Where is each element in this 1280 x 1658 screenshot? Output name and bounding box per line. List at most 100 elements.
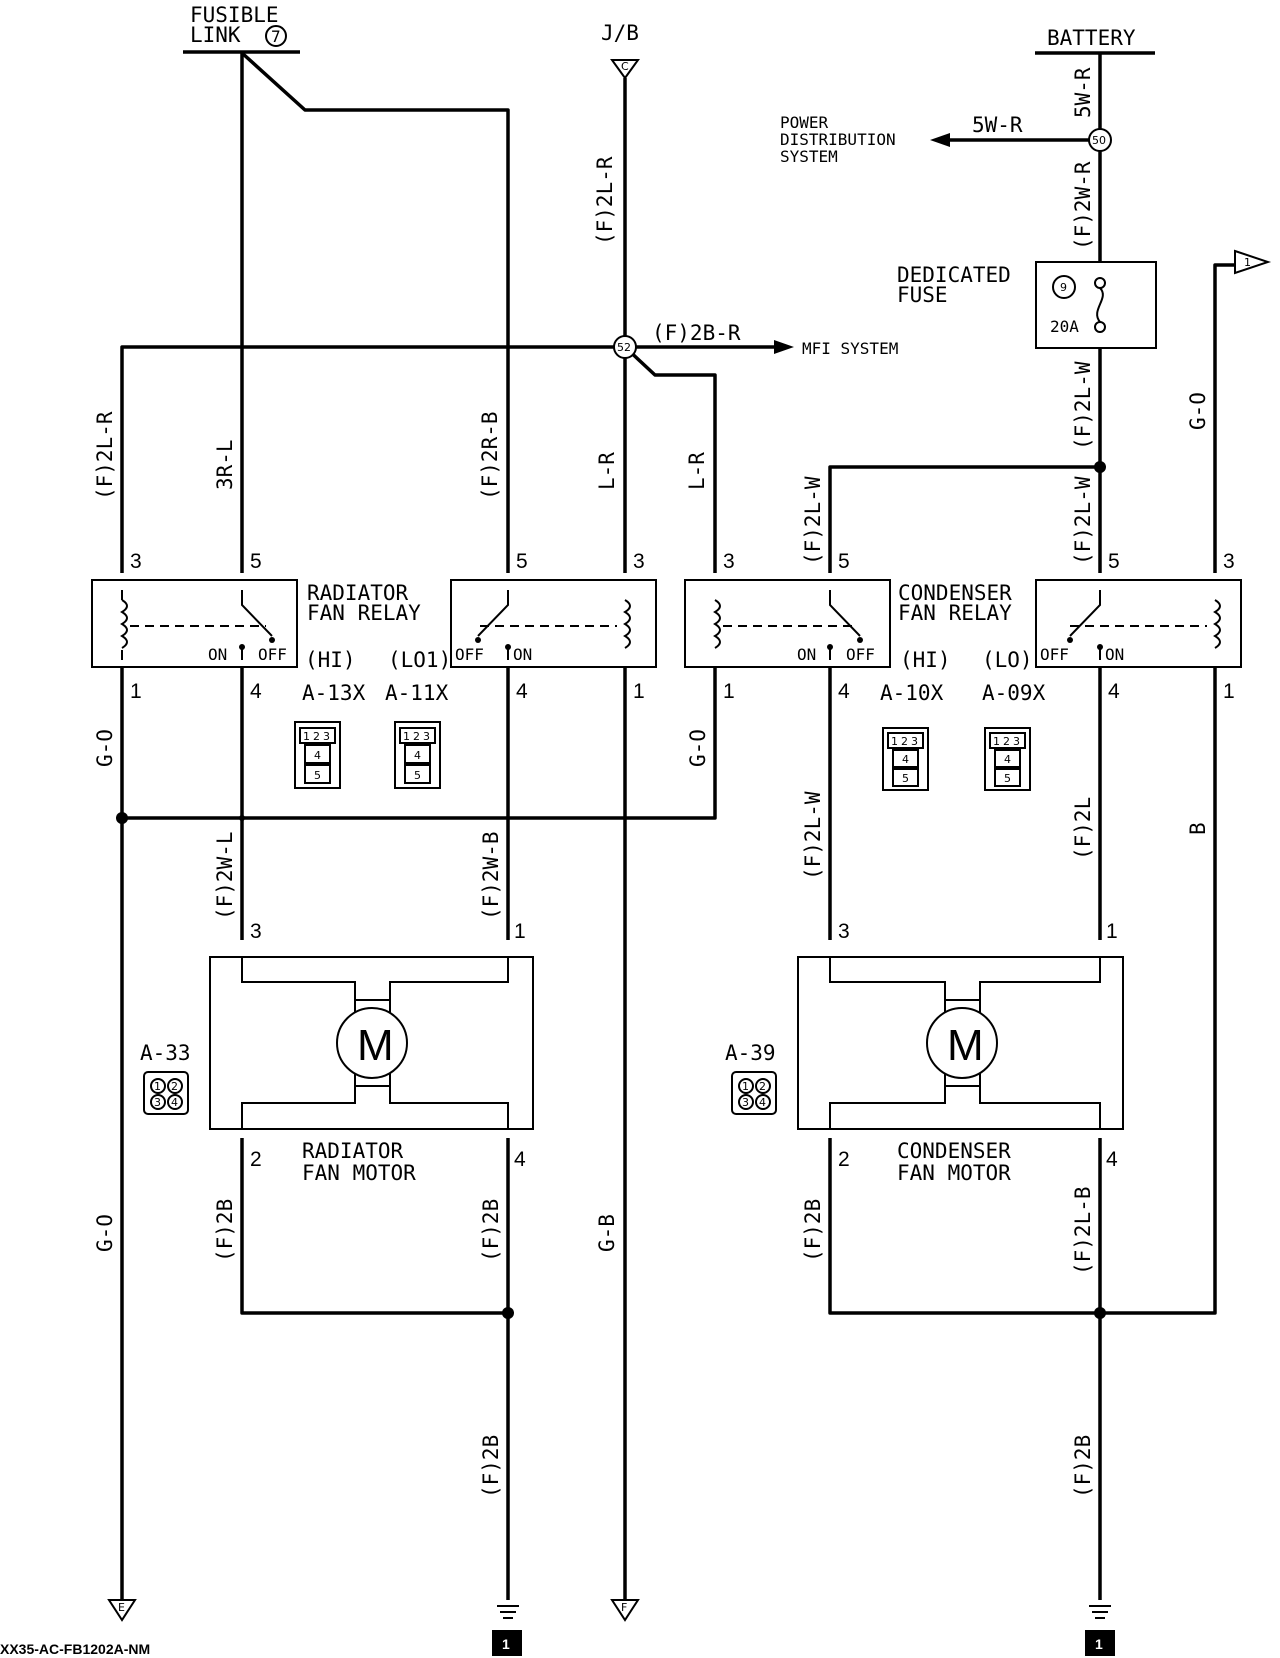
mfi-wire-label: (F)2B-R — [652, 321, 741, 345]
fuse-terminal-bottom — [1094, 321, 1106, 333]
wire-label-LR-cond: L-R — [685, 452, 709, 490]
conn-a33-pin-2: 2 — [171, 1080, 178, 1093]
jb-label: J/B — [601, 21, 639, 45]
pin-rad-motor-4: 4 — [514, 1148, 526, 1171]
pin-rad-lo-1: 1 — [633, 680, 645, 703]
conn-a11x-pin-1: 1 — [403, 730, 410, 743]
conn-a10x-outline — [882, 727, 929, 791]
junction-dot-rad-gnd — [502, 1307, 514, 1319]
relay-coil-cond-hi — [713, 599, 721, 649]
wire-label-GO-bottom: G-O — [93, 1214, 117, 1252]
conn-a13x-pin-1: 1 — [303, 730, 310, 743]
conn-a10x-pin-5: 5 — [902, 772, 909, 785]
cond-lo-tag: (LO) — [982, 648, 1033, 672]
relay-switch-rad-lo — [477, 590, 509, 637]
wire-2LR-left — [120, 345, 625, 573]
wire-2RB — [240, 51, 510, 573]
conn-a33-pin-3-circle — [150, 1094, 166, 1110]
wire-label-2L: (F)2L — [1071, 797, 1095, 860]
conn-a09x-top — [989, 732, 1026, 749]
off-label-cond-lo: OFF — [1040, 645, 1069, 664]
ground-badge-radiator — [492, 1630, 522, 1656]
pin-rad-motor-3: 3 — [250, 920, 262, 943]
wire-label-2WL: (F)2W-L — [213, 831, 237, 920]
wire-LR-cond — [623, 345, 717, 573]
cond-hi-conn: A-10X — [880, 681, 944, 705]
conn-a09x-pin-3: 3 — [1013, 735, 1020, 748]
conn-a09x-outline — [984, 727, 1031, 791]
conn-a39-pin-3-circle — [738, 1094, 754, 1110]
fuse-box — [1035, 261, 1157, 349]
wire-label-2LW-cond: (F)2L-W — [801, 476, 825, 565]
motor-symbol-condenser — [926, 1007, 998, 1079]
fuse-element — [1096, 287, 1104, 323]
conn-a33-pin-1-circle — [150, 1078, 166, 1094]
motor-conn-a33-label: A-33 — [140, 1041, 191, 1065]
condenser-relay-label-1: CONDENSER — [898, 581, 1012, 605]
wire-label-GO-cond: G-O — [686, 729, 710, 767]
pin-rad-lo-5: 5 — [516, 550, 528, 573]
pin-cond-lo-5: 5 — [1108, 550, 1120, 573]
wire-label-LR-jb: L-R — [595, 452, 619, 490]
condenser-fan-relay-lo: OFF ON — [1035, 579, 1242, 668]
motor-leads-bottom-radiator — [241, 1080, 509, 1129]
relay-contact-off-cond-lo — [1067, 637, 1073, 643]
offpage-E: E — [107, 1599, 137, 1622]
condenser-motor-label-2: FAN MOTOR — [897, 1161, 1011, 1185]
relay-connector-icon-a11x: 1 2 3 4 5 — [394, 721, 441, 789]
off-label-rad-lo: OFF — [455, 645, 484, 664]
wire-GO-right — [1213, 263, 1235, 573]
wiring: 1 — [116, 51, 1272, 1600]
motor-leads-top-radiator — [241, 957, 509, 1005]
fuse-number: 9 — [1060, 281, 1067, 294]
pin-cond-hi-1: 1 — [723, 680, 735, 703]
wire-label-2WB: (F)2W-B — [479, 831, 503, 920]
rad-hi-tag: (HI) — [305, 648, 356, 672]
relay-connector-icon-a10x: 1 2 3 4 5 — [882, 727, 929, 791]
pin-cond-motor-2: 2 — [838, 1148, 850, 1171]
wire-label-2B-cond-gnd: (F)2B — [1071, 1435, 1095, 1498]
wire-label-2WR: (F)2W-R — [1071, 161, 1095, 250]
relay-coil-rad-hi — [120, 599, 128, 649]
power-dist-label-3: SYSTEM — [780, 147, 838, 166]
relay-contact-off-rad-hi — [269, 637, 275, 643]
offpage-F-label: F — [621, 1601, 627, 1614]
fuse-label-1: DEDICATED — [897, 263, 1011, 287]
jb-connector-letter: C — [621, 60, 629, 73]
fuse-label-2: FUSE — [897, 283, 948, 307]
wire-label-2LB: (F)2L-B — [1071, 1186, 1095, 1275]
relay-box-cond-hi — [684, 579, 891, 668]
conn-a39-pin-4-circle — [755, 1094, 771, 1110]
fuse-number-circle — [1052, 275, 1076, 299]
rad-lo-conn: A-11X — [385, 681, 449, 705]
ground-badge-radiator-label: 1 — [502, 1636, 510, 1652]
conn-a33-pin-3: 3 — [154, 1096, 161, 1109]
relay-connector-icon-a09x: 1 2 3 4 5 — [984, 727, 1031, 791]
on-label-cond-hi: ON — [797, 645, 816, 664]
motor-connector-a39: A-39 1 2 3 4 — [725, 1041, 777, 1115]
wire-label-3RL: 3R-L — [213, 439, 237, 490]
motor-box-condenser — [797, 956, 1124, 1130]
ground-badge-condenser-label: 1 — [1095, 1636, 1103, 1652]
conn-a09x-pin-5: 5 — [1004, 772, 1011, 785]
dedicated-fuse: DEDICATED FUSE 9 20A — [897, 261, 1157, 349]
conn-a39-pin-2: 2 — [759, 1080, 766, 1093]
wire-label-5WR-vert: 5W-R — [1071, 67, 1095, 118]
offpage-triangle-1 — [1234, 249, 1272, 275]
power-dist-label-1: POWER — [780, 113, 829, 132]
conn-a10x-4 — [892, 749, 919, 768]
fusible-link-number-circle — [265, 25, 287, 47]
condenser-motor-label-1: CONDENSER — [897, 1139, 1011, 1163]
conn-a13x-4 — [304, 744, 331, 764]
conn-a33-pin-4: 4 — [171, 1096, 178, 1109]
wire-GO-bus — [120, 667, 717, 820]
wire-label-left-2LR: (F)2L-R — [93, 411, 117, 500]
relay-switch-cond-lo — [1069, 590, 1101, 637]
conn-a11x-top — [399, 727, 436, 744]
conn-a10x-pin-1: 1 — [891, 735, 898, 748]
mfi-arrow — [774, 340, 794, 354]
rad-lo-tag: (LO1) — [388, 648, 451, 672]
radiator-motor-label-1: RADIATOR — [302, 1139, 404, 1163]
motor-leads-bottom-condenser — [829, 1080, 1101, 1129]
on-label-rad-lo: ON — [513, 645, 532, 664]
